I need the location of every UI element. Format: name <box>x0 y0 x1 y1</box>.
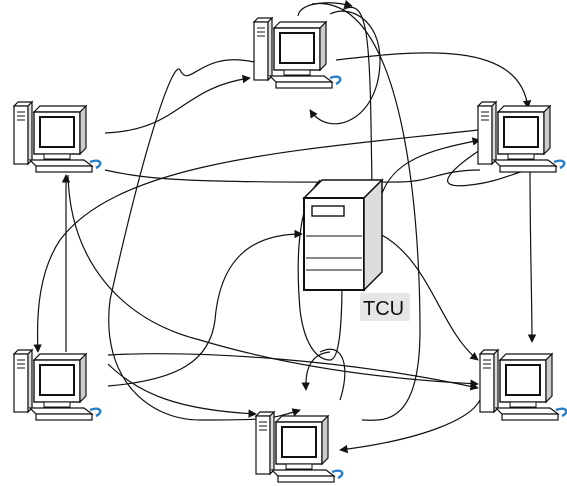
computer-right-lower <box>478 348 567 422</box>
tcu-label-background <box>360 293 410 321</box>
computer-top <box>252 16 342 90</box>
tcu-label: TCU <box>363 298 404 320</box>
computer-right-upper <box>476 100 566 174</box>
connection-lines <box>33 0 537 454</box>
computer-left-upper <box>12 100 102 174</box>
tcu-server-icon <box>302 178 384 292</box>
computer-bottom <box>254 410 344 484</box>
computer-left-lower <box>12 348 102 422</box>
